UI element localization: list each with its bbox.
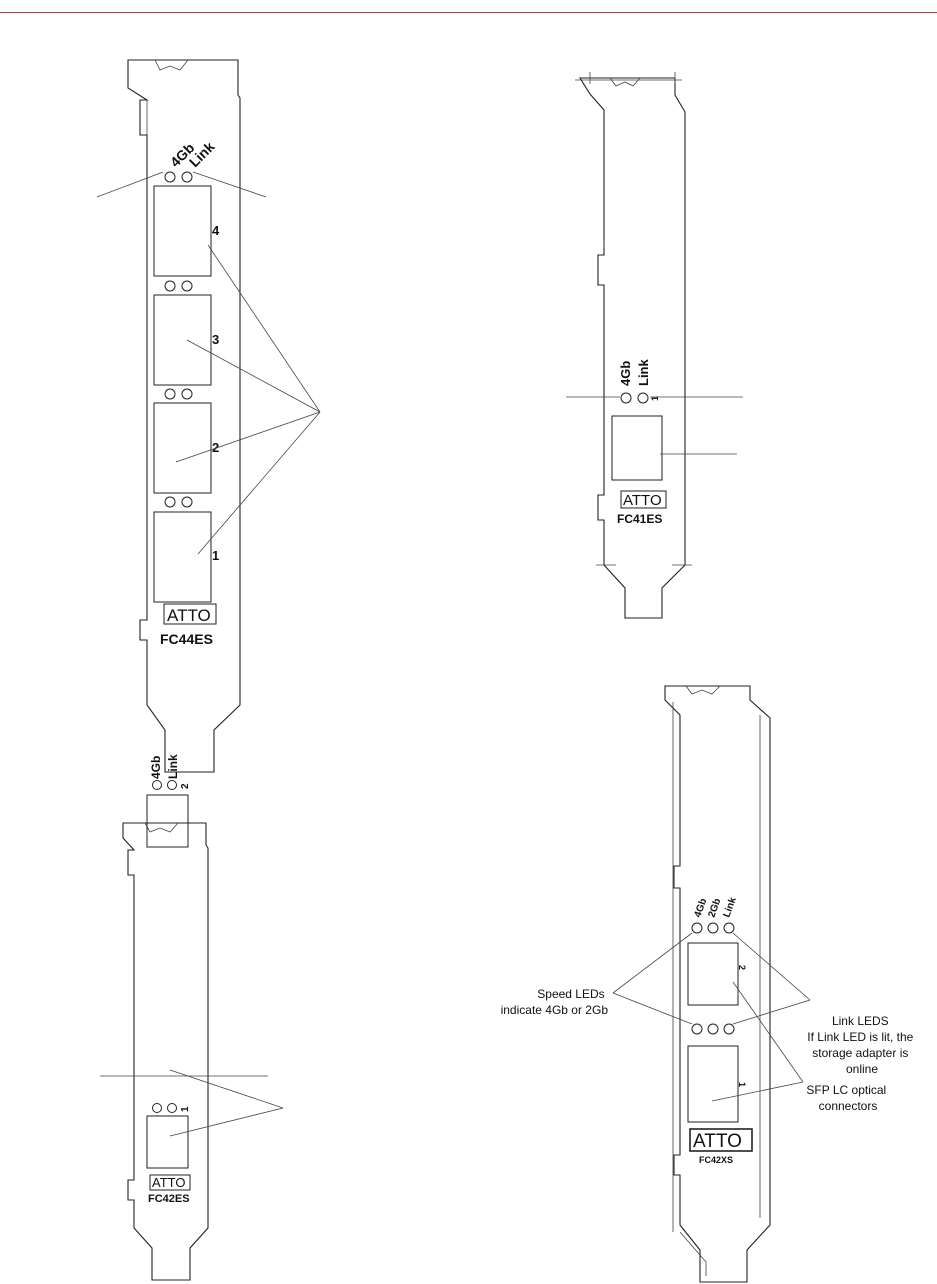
led-speed <box>691 922 703 934</box>
port-number: 3 <box>212 332 219 347</box>
led-label-speed: 4Gb <box>149 756 163 779</box>
svg-text:ATTO: ATTO <box>693 1131 742 1152</box>
sfp-port-1 <box>611 415 663 481</box>
sfp-port-2 <box>687 942 739 1006</box>
sfp-port-1 <box>146 1115 189 1169</box>
led-label-link: Link <box>166 754 180 779</box>
board-fc42es: 4Gb Link 2 1 ATTO FC42ES <box>100 754 284 1281</box>
port-number: 2 <box>212 440 219 455</box>
port-number: 1 <box>650 396 660 401</box>
port-number: 1 <box>180 1106 191 1112</box>
callout-speed-leds: Speed LEDs indicate 4Gb or 2Gb <box>501 987 609 1017</box>
led-speed <box>164 171 176 183</box>
svg-text:ATTO: ATTO <box>623 492 662 509</box>
led-label-speed: 4Gb <box>618 361 633 386</box>
led-speed <box>620 392 632 404</box>
led-link <box>181 171 193 183</box>
leader-line <box>192 171 267 198</box>
atto-logo <box>689 1128 753 1152</box>
led-link <box>637 392 649 404</box>
port-number: 2 <box>737 965 747 970</box>
bracket-outline-fc42es <box>122 822 209 1281</box>
led-link <box>723 922 735 934</box>
board-fc44es: 4Gb Link 4 3 2 1 ATTO FC44ES <box>96 59 321 773</box>
sfp-port-1 <box>153 511 212 603</box>
atto-logo <box>149 1174 191 1191</box>
callout-link-leds: Link LEDS If Link LED is lit, the storag… <box>807 1014 916 1076</box>
led-speed <box>152 780 162 790</box>
svg-text:ATTO: ATTO <box>167 606 211 625</box>
atto-logo <box>620 490 667 509</box>
callout-sfp-connectors: SFP LC optical connectors <box>806 1083 889 1113</box>
board-fc41es: 4Gb Link 1 ATTO FC41ES <box>566 72 743 619</box>
port-number: 2 <box>180 783 191 789</box>
sfp-port-2 <box>153 402 212 494</box>
bracket-outline-fc44es <box>127 59 241 773</box>
sfp-port-2 <box>146 794 189 848</box>
bracket-outline-fc42xs <box>664 685 771 1283</box>
leader-line <box>96 171 164 198</box>
model-label: FC42ES <box>148 1193 190 1205</box>
port-number: 1 <box>737 1082 747 1087</box>
sfp-port-1 <box>687 1045 739 1123</box>
port-number: 1 <box>212 548 219 563</box>
led-link <box>167 780 177 790</box>
model-label: FC44ES <box>160 631 213 647</box>
sfp-port-4 <box>153 185 212 277</box>
port-number: 4 <box>212 223 220 238</box>
atto-logo <box>163 603 217 625</box>
sfp-port-3 <box>153 294 212 386</box>
model-label: FC42XS <box>699 1155 733 1165</box>
board-fc42xs: 4Gb 2Gb Link 2 1 ATTO FC42XS Speed LEDs … <box>501 685 916 1283</box>
bracket-outline-fc41es <box>579 77 686 619</box>
svg-text:ATTO: ATTO <box>152 1175 185 1190</box>
model-label: FC41ES <box>617 512 662 526</box>
led-label-link: Link <box>636 359 651 386</box>
led-speed <box>707 922 719 934</box>
header-rule <box>0 12 937 13</box>
